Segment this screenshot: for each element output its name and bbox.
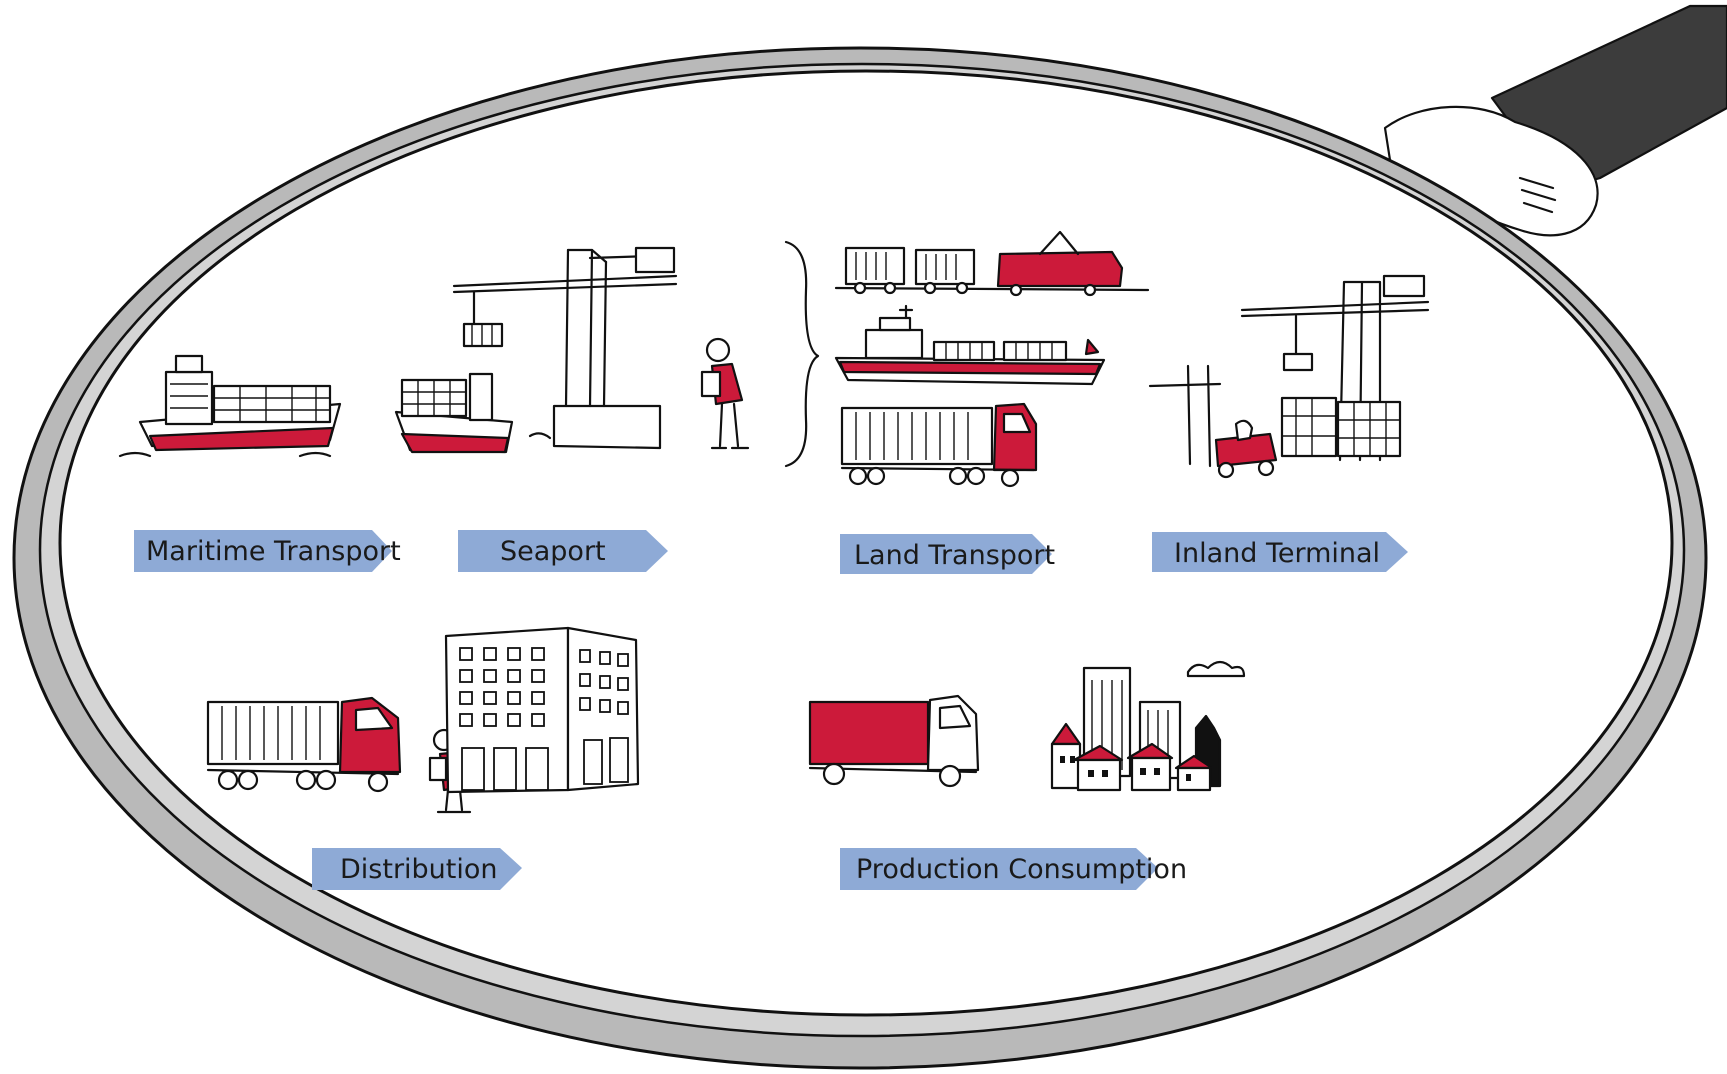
stage-maritime-transport-label: Maritime Transport <box>146 536 401 567</box>
stage-inland-terminal: Inland Terminal <box>1152 532 1408 572</box>
city-icon <box>1050 660 1246 792</box>
distribution-truck-icon <box>206 696 402 793</box>
container-truck-icon <box>840 402 1038 488</box>
port-worker-icon <box>700 337 750 450</box>
warehouse-building-icon <box>444 626 640 794</box>
grouping-brace <box>784 240 820 468</box>
stage-maritime-transport: Maritime Transport <box>134 530 401 572</box>
container-ship-icon <box>118 354 342 458</box>
freight-train-icon <box>834 230 1150 297</box>
stage-land-transport-label: Land Transport <box>854 540 1055 571</box>
stage-seaport: Seaport <box>458 530 668 572</box>
magnifying-glass-handle-icon <box>1383 4 1727 237</box>
terminal-crane-icon <box>1240 274 1430 462</box>
delivery-truck-icon <box>808 694 980 788</box>
stage-seaport-label: Seaport <box>500 536 606 567</box>
stage-distribution-label: Distribution <box>340 854 498 885</box>
stage-production-consumption-label: Production Consumption <box>856 854 1187 885</box>
stage-distribution: Distribution <box>312 848 522 890</box>
gantry-crane-icon <box>394 246 678 454</box>
forklift-icon <box>1148 364 1278 479</box>
barge-icon <box>834 304 1106 386</box>
stage-inland-terminal-label: Inland Terminal <box>1174 538 1380 569</box>
stage-production-consumption: Production Consumption <box>840 848 1187 890</box>
stage-land-transport: Land Transport <box>840 534 1055 574</box>
